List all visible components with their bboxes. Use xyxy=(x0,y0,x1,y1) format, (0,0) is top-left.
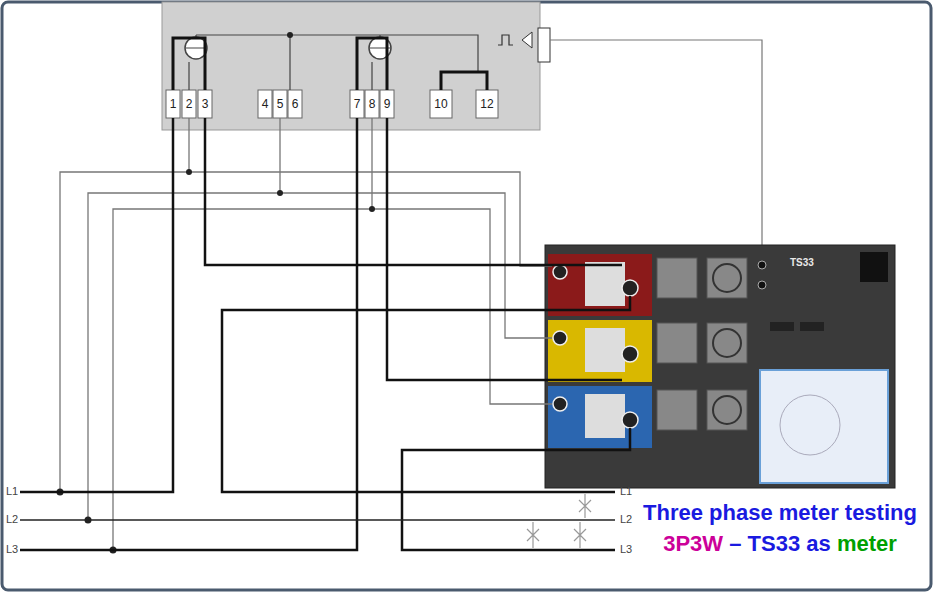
terminal-number: 6 xyxy=(292,98,299,110)
terminal-number: 2 xyxy=(186,98,193,110)
title-text: 3P3W xyxy=(663,531,723,556)
terminal-number: 10 xyxy=(434,98,447,110)
line-name: L1 xyxy=(6,486,18,497)
title-text: as xyxy=(806,531,830,556)
device-label: TS33 xyxy=(790,257,814,268)
terminal-number: 3 xyxy=(202,98,209,110)
title-text: meter xyxy=(837,531,897,556)
terminal-number: 1 xyxy=(170,98,177,110)
line-name: L3 xyxy=(6,544,18,555)
terminal-number: 12 xyxy=(480,98,493,110)
title-text: Three phase meter testing xyxy=(643,500,917,525)
terminal-number: 7 xyxy=(354,98,361,110)
terminal-number: 5 xyxy=(277,98,284,110)
line-name: L2 xyxy=(6,514,18,525)
terminal-number: 4 xyxy=(262,98,269,110)
device-name: TS33 xyxy=(790,257,814,268)
title-text: – TS33 xyxy=(729,531,800,556)
terminal-number: 8 xyxy=(369,98,376,110)
line-name: L3 xyxy=(620,544,632,555)
line-name: L1 xyxy=(620,486,632,497)
line-name: L2 xyxy=(620,514,632,525)
terminal-number: 9 xyxy=(384,98,391,110)
title-block: Three phase meter testing 3P3W – TS33 as… xyxy=(640,497,920,559)
